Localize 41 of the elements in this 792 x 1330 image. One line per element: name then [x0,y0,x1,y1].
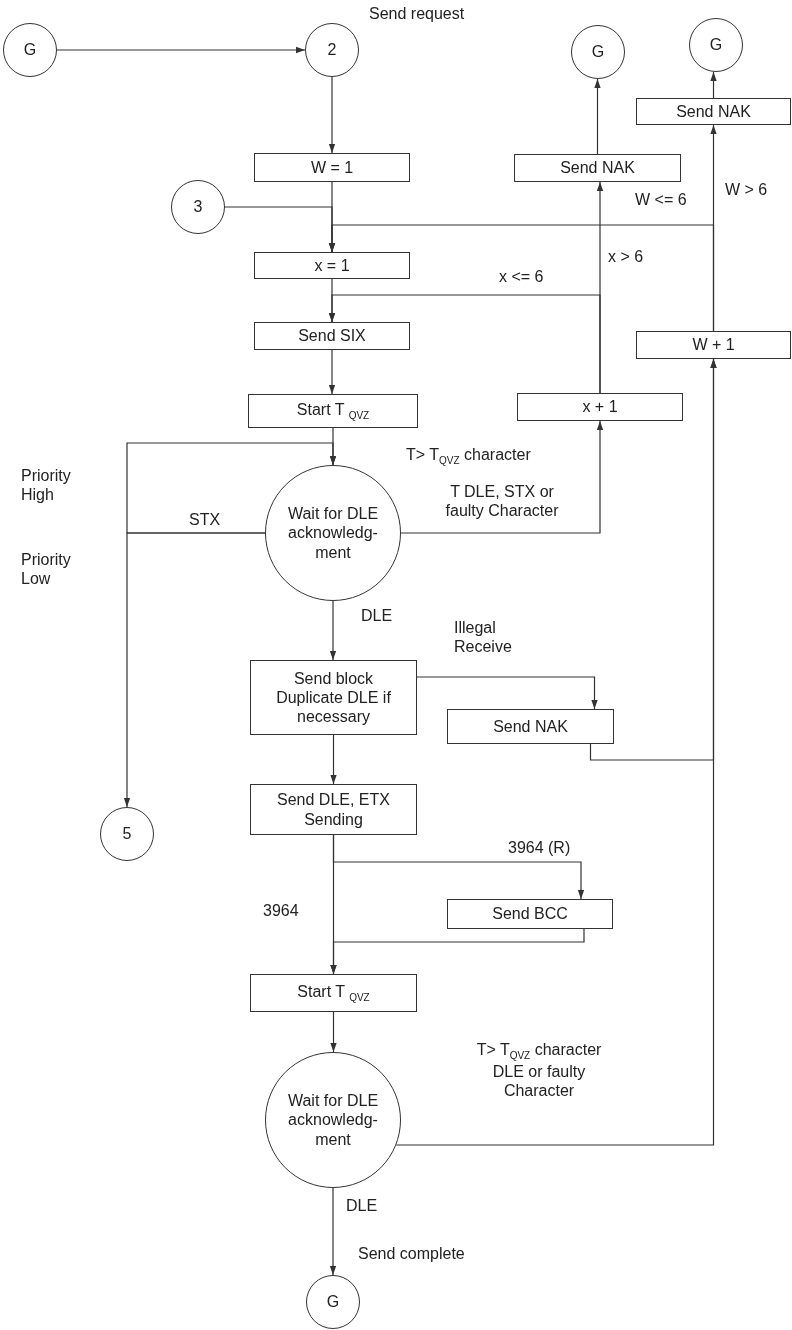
connector-circle: 5 [100,807,154,861]
process-box: Send BCC [447,899,613,929]
wait-state-circle: Wait for DLE acknowledg- ment [265,1052,401,1188]
process-box: x = 1 [254,252,410,279]
process-box: W = 1 [254,153,410,182]
arrow [416,676,598,710]
arrow [123,532,266,808]
arrow [330,734,337,785]
arrow [594,78,601,155]
arrow [328,76,336,154]
arrow [329,600,337,661]
arrow [395,358,717,1146]
process-box: Send NAK [636,98,791,125]
process-box: Send NAK [514,154,681,182]
wait-state-circle: Wait for DLE acknowledg- ment [265,465,401,601]
arrow [710,124,717,332]
arrow [596,181,604,394]
process-box: Send block Duplicate DLE if necessary [250,660,417,735]
arrow [56,46,306,54]
process-box: x + 1 [517,393,683,421]
arrow [400,420,604,534]
connector-circle: 2 [305,23,359,77]
arrow [328,349,336,395]
node-caption: Send request [368,4,466,24]
arrow [710,71,717,99]
connector-circle: G [571,25,625,79]
process-box: Send SIX [254,322,410,350]
connector-circle: G [689,18,743,72]
arrow [329,1187,337,1276]
arrow [126,442,337,534]
connector-circle: G [3,23,57,77]
process-box: Send NAK [447,709,614,744]
edge-label: 3964 (R) [507,838,572,858]
process-box: Start T $_{QVZ}$ [248,394,418,428]
connector-circle: 3 [171,180,225,234]
process-box: Start T $_{QVZ}$ [250,974,417,1012]
arrow [330,928,585,975]
arrow [330,1011,337,1053]
process-box: Send DLE, ETX Sending [250,784,417,835]
process-box: W + 1 [636,331,791,359]
connector-circle: G [306,1275,360,1329]
